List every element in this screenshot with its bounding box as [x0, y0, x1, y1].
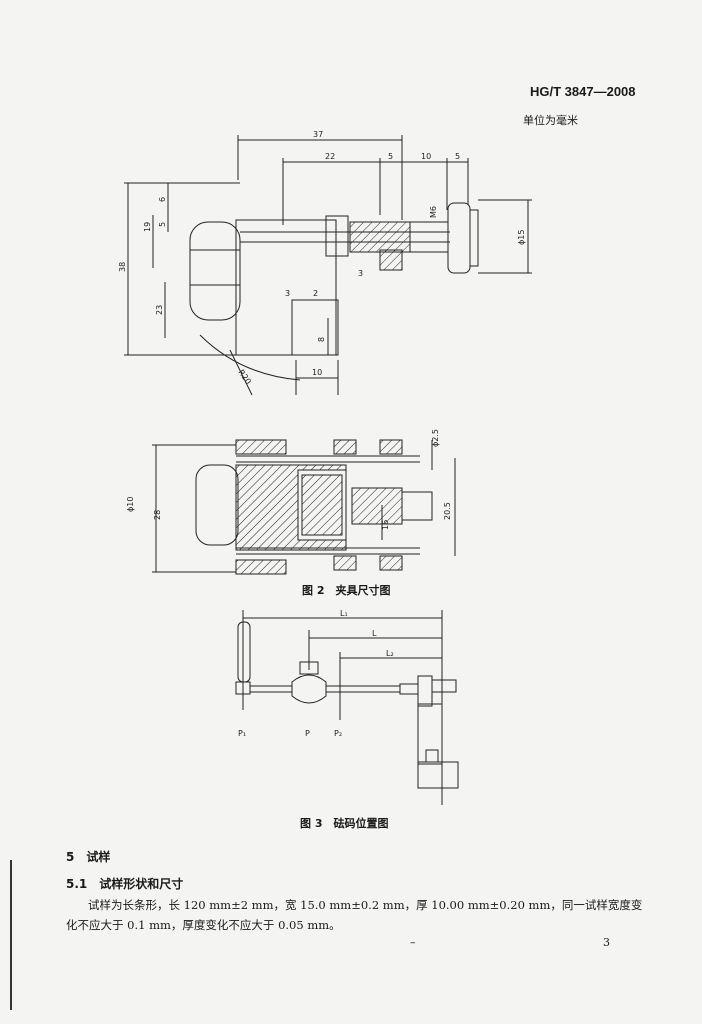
dim-6: 6 [158, 197, 167, 202]
dim-2: 2 [313, 289, 318, 298]
dim-r20: R20 [236, 368, 252, 386]
dim-phi2-5: ϕ2.5 [431, 429, 440, 447]
dim-5c: 5 [158, 222, 167, 227]
figure3-drawing: L₁ L L₂ P₁ P P₂ [235, 609, 459, 805]
dim-20-5: 20.5 [443, 502, 452, 520]
figure2-caption: 图 2 夹具尺寸图 [302, 584, 391, 597]
dim-5a: 5 [388, 152, 393, 161]
section-5-1-paragraph: 试样为长条形，长 120 mm±2 mm，宽 15.0 mm±0.2 mm，厚 … [66, 898, 643, 932]
figure2-drawing: 37 22 5 10 5 M6 ϕ15 6 5 19 38 23 3 3 2 8… [118, 130, 532, 575]
dim-16: 16 [381, 520, 390, 530]
dim-3b: 3 [285, 289, 290, 298]
dim-22: 22 [325, 152, 335, 161]
dim-10a: 10 [421, 152, 431, 161]
figure3-caption: 图 3 砝码位置图 [300, 817, 389, 830]
dim-m6: M6 [429, 206, 438, 218]
label-l2: L₂ [386, 649, 394, 658]
dim-5b: 5 [455, 152, 460, 161]
section-5-heading: 5 试样 [66, 850, 111, 864]
label-l: L [372, 629, 377, 638]
dim-38: 38 [118, 262, 127, 272]
dim-phi10: ϕ10 [126, 497, 135, 512]
dim-8: 8 [317, 337, 326, 342]
label-l1: L₁ [340, 609, 348, 618]
binding-line [10, 860, 12, 1010]
dim-3a: 3 [358, 269, 363, 278]
dim-phi15: ϕ15 [517, 230, 526, 245]
section-5-1-heading: 5.1 试样形状和尺寸 [66, 877, 184, 891]
label-p2: P₂ [334, 729, 342, 738]
dim-28: 28 [153, 510, 162, 520]
dim-10b: 10 [312, 368, 322, 377]
label-p: P [305, 729, 310, 738]
units-note: 单位为毫米 [523, 114, 578, 127]
dim-19: 19 [143, 222, 152, 232]
page-number: 3 [603, 936, 610, 949]
standard-code: HG/T 3847—2008 [530, 84, 636, 99]
label-p1: P₁ [238, 729, 246, 738]
footer-dash: – [410, 936, 416, 949]
dim-23: 23 [155, 305, 164, 315]
dim-37: 37 [313, 130, 323, 139]
